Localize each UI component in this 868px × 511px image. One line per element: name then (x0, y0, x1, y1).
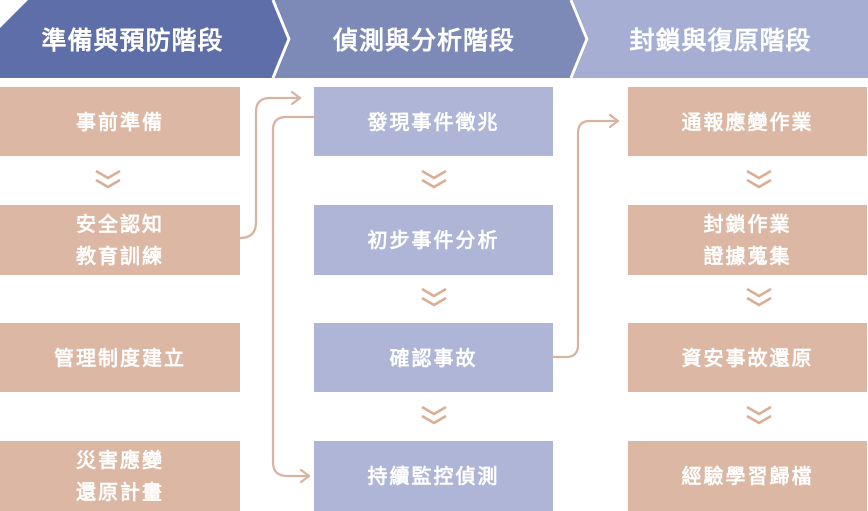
step-label: 事前準備 (76, 109, 164, 134)
step-label: 確認事故 (389, 345, 478, 370)
step-label: 通報應變作業 (681, 109, 814, 134)
step-label: 災害應變 還原計畫 (76, 448, 164, 504)
step-label: 發現事件徵兆 (367, 109, 500, 134)
step-label: 資安事故還原 (681, 345, 814, 370)
connector-arrow-training-to-detect (238, 96, 302, 240)
phase-header-preparation: 準備與預防階段 (0, 0, 275, 78)
header-separator-arrow-icon (271, 0, 291, 78)
step-advance-preparation: 事前準備 (0, 87, 240, 156)
step-label: 初步事件分析 (367, 228, 500, 252)
arrow-head-icon (299, 468, 311, 484)
step-disaster-recovery-plan: 災害應變 還原計畫 (0, 441, 240, 511)
phase-header-label: 偵測與分析階段 (332, 26, 515, 55)
chevron-down-icon (746, 405, 772, 425)
step-label: 安全認知 教育訓練 (76, 212, 164, 268)
step-confirm-incident: 確認事故 (314, 323, 553, 392)
step-lessons-learned: 經驗學習歸檔 (628, 441, 867, 511)
chevron-down-icon (421, 405, 447, 425)
chevron-down-icon (746, 169, 772, 189)
step-label: 經驗學習歸檔 (681, 464, 814, 488)
chevron-down-icon (421, 169, 447, 189)
step-label: 封鎖作業 證據蒐集 (703, 212, 792, 268)
phase-header-label: 準備與預防階段 (41, 26, 224, 55)
phase-header-detection: 偵測與分析階段 (275, 0, 573, 78)
step-security-training: 安全認知 教育訓練 (0, 205, 240, 275)
step-label: 持續監控偵測 (367, 464, 500, 488)
step-continuous-monitoring: 持續監控偵測 (314, 441, 553, 511)
arrow-head-icon (290, 90, 302, 106)
phase-header-containment: 封鎖與復原階段 (573, 0, 868, 78)
chevron-down-icon (95, 169, 121, 189)
header-separator-arrow-icon (569, 0, 589, 78)
phase-header-label: 封鎖與復原階段 (629, 26, 812, 55)
step-management-system: 管理制度建立 (0, 323, 240, 392)
connector-arrow-to-monitoring (271, 115, 316, 478)
step-detect-signs: 發現事件徵兆 (314, 87, 553, 156)
step-containment-evidence: 封鎖作業 證據蒐集 (628, 205, 867, 275)
arrow-head-icon (608, 113, 620, 129)
connector-arrow-confirm-to-notify (551, 119, 620, 359)
step-initial-analysis: 初步事件分析 (314, 205, 553, 275)
chevron-down-icon (421, 287, 447, 307)
chevron-down-icon (746, 287, 772, 307)
step-label: 管理制度建立 (54, 345, 186, 370)
step-notification-response: 通報應變作業 (628, 87, 867, 156)
step-incident-restoration: 資安事故還原 (628, 323, 867, 392)
